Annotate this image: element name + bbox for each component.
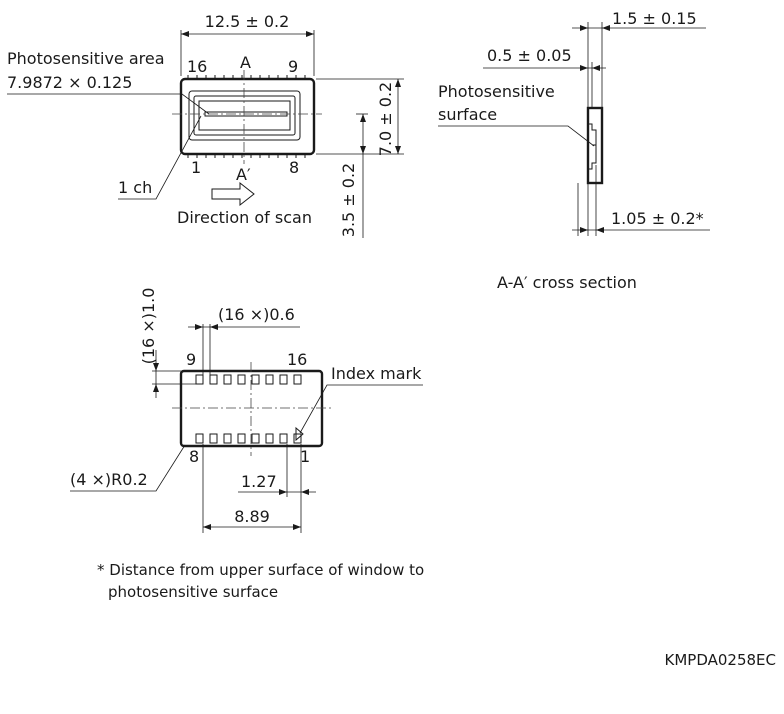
package-outline	[179, 77, 316, 156]
surface-label-line2: surface	[438, 105, 497, 124]
scan-direction-label: Direction of scan	[177, 208, 312, 227]
channel-leader	[118, 115, 202, 200]
window-outer	[188, 90, 301, 141]
height-dimension: 7.0 ± 0.2	[376, 82, 395, 156]
corner-radius-leader	[70, 444, 186, 492]
bottom-pin-stubs	[187, 154, 306, 158]
top-pin-8: 8	[289, 158, 299, 177]
side-window-profile	[588, 123, 597, 170]
section-a-prime-label: A′	[236, 165, 251, 184]
area-leader	[7, 93, 210, 115]
scan-direction-arrow-icon	[211, 181, 255, 207]
span-dimension: 8.89	[234, 507, 270, 526]
side-view: 1.5 ± 0.15 0.5 ± 0.05 Photosensitive sur…	[438, 9, 710, 292]
pad-width-dimension: (16 ×)0.6	[218, 305, 295, 324]
pad-height-dimension: (16 ×)1.0	[139, 288, 158, 365]
area-size: 7.9872 × 0.125	[7, 73, 132, 92]
section-a-label: A	[240, 53, 251, 72]
bottom-pad-row	[195, 433, 302, 444]
drawing-code: KMPDA0258EC	[665, 651, 777, 669]
surface-label-line1: Photosensitive	[438, 82, 555, 101]
cross-section-caption: A-A′ cross section	[497, 273, 637, 292]
surface-leader	[438, 125, 595, 147]
top-pin-9: 9	[288, 57, 298, 76]
index-mark-leader	[299, 384, 423, 434]
area-label: Photosensitive area	[7, 49, 165, 68]
width-dimension: 12.5 ± 0.2	[205, 12, 290, 31]
thickness-dimension: 1.5 ± 0.15	[612, 9, 697, 28]
window-dimension: 0.5 ± 0.05	[487, 46, 572, 65]
bottom-package-outline	[179, 369, 324, 448]
bottom-pin-16: 16	[287, 350, 307, 369]
chip-frame	[198, 100, 291, 131]
pitch-dimension: 1.27	[241, 472, 277, 491]
footnote-line2: photosensitive surface	[108, 583, 278, 601]
offset-dimension: 3.5 ± 0.2	[339, 163, 358, 237]
side-package	[586, 106, 604, 185]
bottom-view: (16 ×)1.0 (16 ×)0.6 9 16 8 1 Index mark …	[70, 288, 423, 533]
bottom-pin-9: 9	[186, 350, 196, 369]
top-pad-row	[195, 374, 302, 385]
channel-label: 1 ch	[118, 178, 152, 197]
index-mark-label: Index mark	[331, 364, 422, 383]
window-inner	[193, 95, 296, 136]
corner-radius-dimension: (4 ×)R0.2	[70, 470, 148, 489]
top-pin-16: 16	[187, 57, 207, 76]
top-pin-1: 1	[191, 158, 201, 177]
top-pin-stubs	[187, 75, 306, 79]
footnote-line1: * Distance from upper surface of window …	[97, 561, 424, 579]
depth-dimension: 1.05 ± 0.2*	[611, 209, 704, 228]
bottom-pin-1: 1	[300, 447, 310, 466]
top-view: 12.5 ± 0.2 Photosensitive area 7.9872 × …	[7, 12, 404, 238]
index-mark-icon	[295, 426, 304, 442]
bottom-pin-8: 8	[189, 447, 199, 466]
